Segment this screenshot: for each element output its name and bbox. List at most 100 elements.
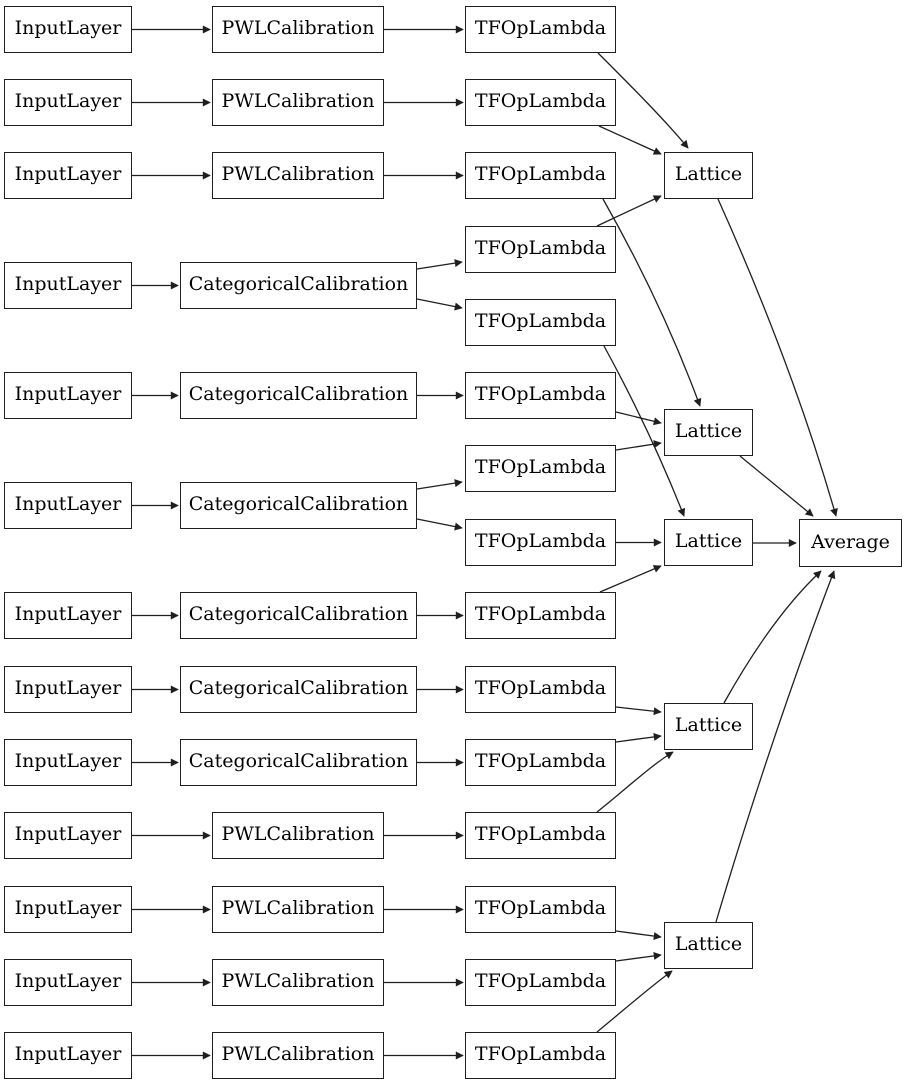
node-label: InputLayer: [14, 273, 122, 295]
node-input-8: InputLayer: [4, 666, 132, 713]
edge-cat-1-to-tfop-4: [416, 259, 463, 270]
node-lattice-4: Lattice: [664, 703, 753, 750]
node-label: Lattice: [674, 933, 743, 955]
node-label: CategoricalCalibration: [188, 603, 409, 625]
node-tfop-15: TFOpLambda: [465, 1032, 616, 1079]
node-cat-5: CategoricalCalibration: [180, 666, 417, 713]
node-tfop-11: TFOpLambda: [465, 739, 616, 786]
node-label: TFOpLambda: [474, 530, 607, 552]
node-pwl-6: PWLCalibration: [212, 959, 384, 1006]
node-label: PWLCalibration: [221, 897, 375, 919]
node-label: CategoricalCalibration: [188, 750, 409, 772]
node-label: InputLayer: [14, 823, 122, 845]
node-lattice-1: Lattice: [664, 152, 753, 199]
edge-tfop-1-to-lattice-1: [597, 52, 689, 149]
node-label: InputLayer: [14, 603, 122, 625]
node-input-11: InputLayer: [4, 886, 132, 933]
node-tfop-6: TFOpLambda: [465, 372, 616, 419]
edge-tfop-11-to-lattice-4: [615, 732, 662, 743]
edge-cat-3-to-tfop-8: [416, 518, 463, 531]
node-label: CategoricalCalibration: [188, 273, 409, 295]
edge-tfop-2-to-lattice-1: [598, 125, 662, 155]
node-lattice-2: Lattice: [664, 409, 753, 456]
node-label: PWLCalibration: [221, 823, 375, 845]
node-tfop-10: TFOpLambda: [465, 666, 616, 713]
edge-tfop-3-to-lattice-2: [602, 198, 702, 407]
node-input-13: InputLayer: [4, 1032, 132, 1079]
node-label: PWLCalibration: [221, 17, 375, 39]
node-input-3: InputLayer: [4, 152, 132, 199]
node-label: InputLayer: [14, 897, 122, 919]
node-cat-3: CategoricalCalibration: [180, 482, 417, 529]
node-pwl-7: PWLCalibration: [212, 1032, 384, 1079]
node-cat-4: CategoricalCalibration: [180, 592, 417, 639]
node-cat-6: CategoricalCalibration: [180, 739, 417, 786]
node-label: InputLayer: [14, 970, 122, 992]
node-tfop-13: TFOpLambda: [465, 886, 616, 933]
node-label: PWLCalibration: [221, 1043, 375, 1065]
node-tfop-2: TFOpLambda: [465, 79, 616, 126]
node-label: PWLCalibration: [221, 970, 375, 992]
node-pwl-3: PWLCalibration: [212, 152, 384, 199]
node-tfop-5: TFOpLambda: [465, 299, 616, 346]
node-label: CategoricalCalibration: [188, 493, 409, 515]
node-label: TFOpLambda: [474, 310, 607, 332]
node-label: Lattice: [674, 420, 743, 442]
node-label: TFOpLambda: [474, 897, 607, 919]
node-label: Lattice: [674, 530, 743, 552]
node-input-6: InputLayer: [4, 482, 132, 529]
node-tfop-3: TFOpLambda: [465, 152, 616, 199]
edge-lattice-2-to-average: [739, 455, 814, 517]
node-label: PWLCalibration: [221, 163, 375, 185]
node-label: TFOpLambda: [474, 823, 607, 845]
node-label: Lattice: [674, 163, 743, 185]
node-cat-1: CategoricalCalibration: [180, 262, 417, 309]
edge-tfop-4-to-lattice-1: [596, 195, 662, 227]
node-input-2: InputLayer: [4, 79, 132, 126]
node-label: TFOpLambda: [474, 456, 607, 478]
node-label: InputLayer: [14, 1043, 122, 1065]
node-tfop-9: TFOpLambda: [465, 592, 616, 639]
node-label: InputLayer: [14, 90, 122, 112]
node-lattice-3: Lattice: [664, 519, 753, 566]
node-label: InputLayer: [14, 163, 122, 185]
node-label: Average: [811, 530, 890, 553]
edge-tfop-5-to-lattice-3: [603, 345, 686, 517]
node-input-1: InputLayer: [4, 6, 132, 53]
node-label: TFOpLambda: [474, 90, 607, 112]
node-label: InputLayer: [14, 677, 122, 699]
node-tfop-8: TFOpLambda: [465, 519, 616, 566]
node-input-7: InputLayer: [4, 592, 132, 639]
node-tfop-1: TFOpLambda: [465, 6, 616, 53]
edge-tfop-15-to-lattice-5: [596, 970, 673, 1033]
node-label: TFOpLambda: [474, 677, 607, 699]
edge-cat-1-to-tfop-5: [416, 298, 463, 311]
node-input-10: InputLayer: [4, 812, 132, 859]
node-label: CategoricalCalibration: [188, 383, 409, 405]
node-input-12: InputLayer: [4, 959, 132, 1006]
edge-tfop-10-to-lattice-4: [615, 706, 662, 716]
node-pwl-4: PWLCalibration: [212, 812, 384, 859]
node-average: Average: [799, 519, 902, 567]
node-tfop-4: TFOpLambda: [465, 226, 616, 273]
node-label: TFOpLambda: [474, 383, 607, 405]
node-tfop-12: TFOpLambda: [465, 812, 616, 859]
node-tfop-14: TFOpLambda: [465, 959, 616, 1006]
edge-tfop-9-to-lattice-3: [599, 565, 662, 593]
edge-tfop-13-to-lattice-5: [615, 930, 662, 941]
edge-tfop-14-to-lattice-5: [615, 951, 662, 962]
edge-lattice-5-to-average: [715, 570, 836, 923]
node-cat-2: CategoricalCalibration: [180, 372, 417, 419]
node-label: TFOpLambda: [474, 1043, 607, 1065]
node-label: InputLayer: [14, 383, 122, 405]
node-label: TFOpLambda: [474, 750, 607, 772]
edge-cat-3-to-tfop-7: [416, 479, 463, 490]
node-label: TFOpLambda: [474, 970, 607, 992]
node-label: CategoricalCalibration: [188, 677, 409, 699]
node-pwl-5: PWLCalibration: [212, 886, 384, 933]
node-label: TFOpLambda: [474, 163, 607, 185]
edge-lattice-4-to-average: [723, 570, 822, 704]
edge-tfop-6-to-lattice-2: [615, 411, 662, 426]
